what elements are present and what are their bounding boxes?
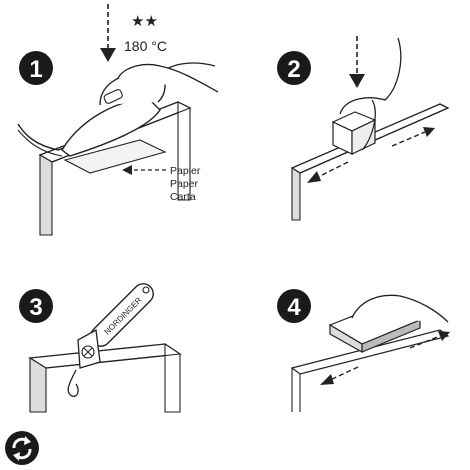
temperature-label: 180 °C	[124, 38, 167, 54]
step-badge-1: 1	[19, 51, 53, 85]
panel-1-iron: 1 ★★ 180 °C	[17, 4, 219, 236]
paper-callout: Papier Paper Carta	[122, 165, 201, 203]
step-badge-3: 3	[19, 289, 53, 323]
trimmed-strip	[67, 369, 79, 397]
paper-label-it: Carta	[170, 191, 196, 203]
svg-text:1: 1	[29, 56, 42, 83]
board-4	[290, 329, 450, 412]
slide-arrow-left	[307, 161, 349, 183]
hand-4	[351, 294, 449, 323]
step-badge-2: 2	[277, 51, 311, 85]
temperature-stars: ★★	[131, 13, 158, 30]
slide-arrow-right	[409, 331, 450, 349]
svg-text:4: 4	[287, 294, 301, 321]
svg-text:3: 3	[29, 294, 42, 321]
iron-icon	[61, 62, 219, 157]
recycle-icon	[5, 431, 39, 465]
slide-arrow-left	[320, 366, 359, 385]
slide-arrow-right	[391, 127, 435, 147]
step-badge-4: 4	[277, 289, 311, 323]
arrow-down-icon	[100, 4, 116, 62]
press-block-icon	[331, 111, 377, 155]
edge-tape-1	[17, 117, 151, 151]
paper-label-de: Papier	[170, 165, 201, 177]
board-3	[28, 342, 182, 413]
svg-text:2: 2	[287, 56, 300, 83]
panel-3-trim: 3 NORDINGER	[19, 283, 182, 413]
panel-2-press: 2	[277, 36, 450, 221]
paper-sheet	[63, 139, 167, 174]
hand-2	[339, 37, 402, 115]
panel-4-sand: 4	[277, 289, 450, 412]
paper-label-en: Paper	[170, 178, 199, 190]
arrow-down-icon	[349, 36, 365, 88]
